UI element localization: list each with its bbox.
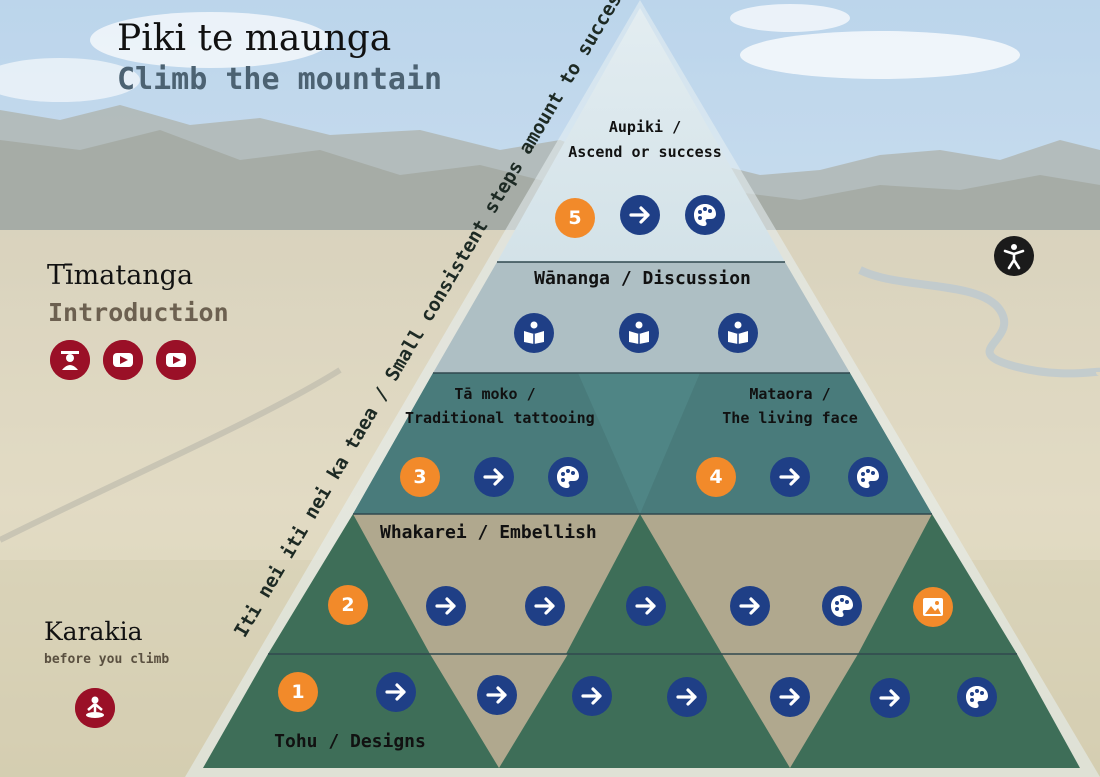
youtube-icon <box>103 340 143 380</box>
palette-icon <box>685 195 725 235</box>
book-reader-icon <box>718 313 758 353</box>
book-reader-icon <box>514 313 554 353</box>
tohu-next-button-5[interactable] <box>770 677 810 717</box>
arrow-right-icon <box>626 586 666 626</box>
image-icon <box>913 587 953 627</box>
page-title: Piki te maunga <box>117 18 392 59</box>
tohu-label: Tohu / Designs <box>274 731 426 752</box>
wananga-reading-button-1[interactable] <box>514 313 554 353</box>
tohu-next-button-2[interactable] <box>477 675 517 715</box>
whakarei-image-button[interactable] <box>913 587 953 627</box>
tamoko-label-line1: Tā moko / <box>454 385 536 403</box>
palette-icon <box>848 457 888 497</box>
intro-subtitle: Introduction <box>48 298 229 327</box>
whakarei-activity-button[interactable] <box>822 586 862 626</box>
karakia-button[interactable] <box>75 688 115 728</box>
book-reader-icon <box>619 313 659 353</box>
tohu-next-button-3[interactable] <box>572 676 612 716</box>
arrow-right-icon <box>426 586 466 626</box>
tamoko-label-line2: Traditional tattooing <box>405 409 595 427</box>
arrow-right-icon <box>474 457 514 497</box>
step-number-3: 3 <box>400 457 440 497</box>
palette-icon <box>957 677 997 717</box>
person-presenting-icon <box>50 340 90 380</box>
step-number-4: 4 <box>696 457 736 497</box>
step-number-1: 1 <box>278 672 318 712</box>
whakarei-next-button-2[interactable] <box>525 586 565 626</box>
mataora-activity-button[interactable] <box>848 457 888 497</box>
tamoko-next-button[interactable] <box>474 457 514 497</box>
aupiki-label-line1: Aupiki / <box>608 118 682 136</box>
whakarei-next-button-4[interactable] <box>730 586 770 626</box>
aupiki-next-button[interactable] <box>620 195 660 235</box>
mataora-next-button[interactable] <box>770 457 810 497</box>
tohu-next-button-6[interactable] <box>870 678 910 718</box>
palette-icon <box>548 457 588 497</box>
arrow-right-icon <box>667 677 707 717</box>
meditation-icon <box>75 688 115 728</box>
accessibility-button[interactable] <box>994 236 1034 276</box>
step-number-2: 2 <box>328 585 368 625</box>
intro-video-button-1[interactable] <box>103 340 143 380</box>
whakarei-next-button-1[interactable] <box>426 586 466 626</box>
step-number-5: 5 <box>555 198 595 238</box>
whakarei-next-button-3[interactable] <box>626 586 666 626</box>
arrow-right-icon <box>620 195 660 235</box>
whakarei-label: Whakarei / Embellish <box>380 522 597 543</box>
tohu-next-button-4[interactable] <box>667 677 707 717</box>
tohu-activity-button[interactable] <box>957 677 997 717</box>
tamoko-activity-button[interactable] <box>548 457 588 497</box>
palette-icon <box>822 586 862 626</box>
wananga-reading-button-3[interactable] <box>718 313 758 353</box>
mataora-label-line2: The living face <box>722 409 858 427</box>
arrow-right-icon <box>770 677 810 717</box>
intro-title: Tīmatanga <box>47 260 194 291</box>
arrow-right-icon <box>376 672 416 712</box>
arrow-right-icon <box>730 586 770 626</box>
aupiki-activity-button[interactable] <box>685 195 725 235</box>
intro-video-button-2[interactable] <box>156 340 196 380</box>
mataora-label-line1: Mataora / <box>749 385 831 403</box>
arrow-right-icon <box>525 586 565 626</box>
wananga-label: Wānanga / Discussion <box>534 268 751 289</box>
youtube-icon <box>156 340 196 380</box>
page-subtitle: Climb the mountain <box>117 62 443 97</box>
karakia-title: Karakia <box>44 617 143 646</box>
karakia-subtitle: before you climb <box>44 652 170 667</box>
arrow-right-icon <box>477 675 517 715</box>
arrow-right-icon <box>572 676 612 716</box>
arrow-right-icon <box>770 457 810 497</box>
tohu-next-button-1[interactable] <box>376 672 416 712</box>
accessibility-person-icon <box>994 236 1034 276</box>
aupiki-label-line2: Ascend or success <box>568 143 722 161</box>
arrow-right-icon <box>870 678 910 718</box>
intro-presenter-button[interactable] <box>50 340 90 380</box>
wananga-reading-button-2[interactable] <box>619 313 659 353</box>
